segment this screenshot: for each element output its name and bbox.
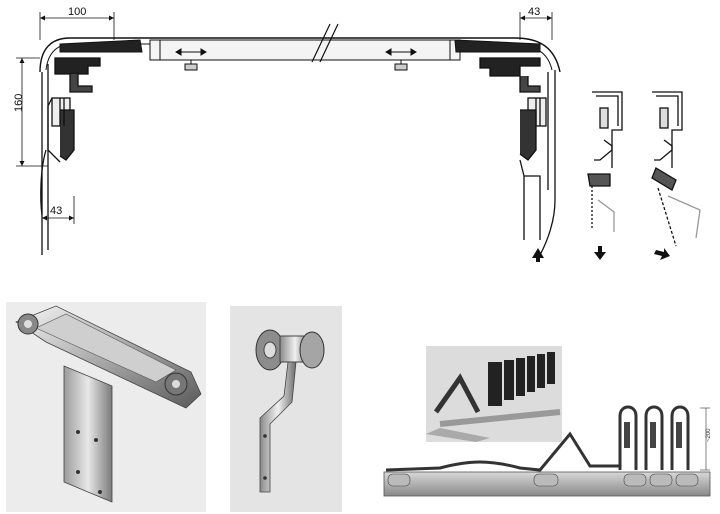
dim-fold-height: ~200 xyxy=(706,428,712,442)
rail-carriage-photo xyxy=(6,302,206,512)
inset-photo xyxy=(426,346,562,442)
roller-hanger-photo xyxy=(230,306,342,512)
arrow-up-icon xyxy=(532,248,544,262)
dim-right-offset: 43 xyxy=(528,6,540,18)
folded-curtain-photo: ~200 xyxy=(380,342,716,512)
dim-top-width: 100 xyxy=(68,6,86,18)
top-rail xyxy=(39,37,561,73)
dim-bottom-offset: 43 xyxy=(50,205,62,217)
section-drawing: 100 43 160 43 xyxy=(13,6,701,262)
arrow-diagonal-icon xyxy=(654,248,670,260)
side-detail-2 xyxy=(651,91,701,247)
arrow-down-icon xyxy=(594,246,606,260)
side-detail-1 xyxy=(587,91,623,232)
adjuster-left xyxy=(175,48,207,71)
adjuster-right xyxy=(385,48,417,71)
left-profile xyxy=(40,57,101,255)
right-profile xyxy=(479,57,556,256)
dim-height: 160 xyxy=(13,94,25,112)
